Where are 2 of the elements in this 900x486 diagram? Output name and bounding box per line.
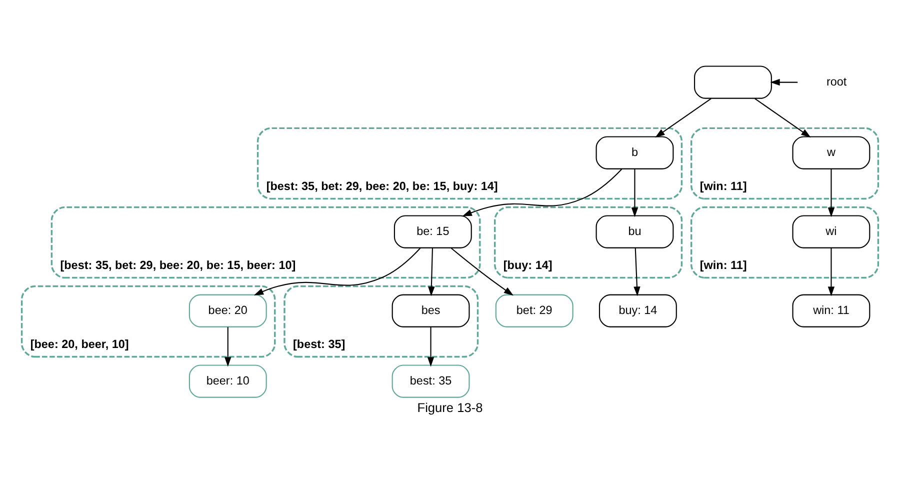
caption: Figure 13-8 [417, 400, 483, 415]
node-text: root [826, 75, 847, 88]
